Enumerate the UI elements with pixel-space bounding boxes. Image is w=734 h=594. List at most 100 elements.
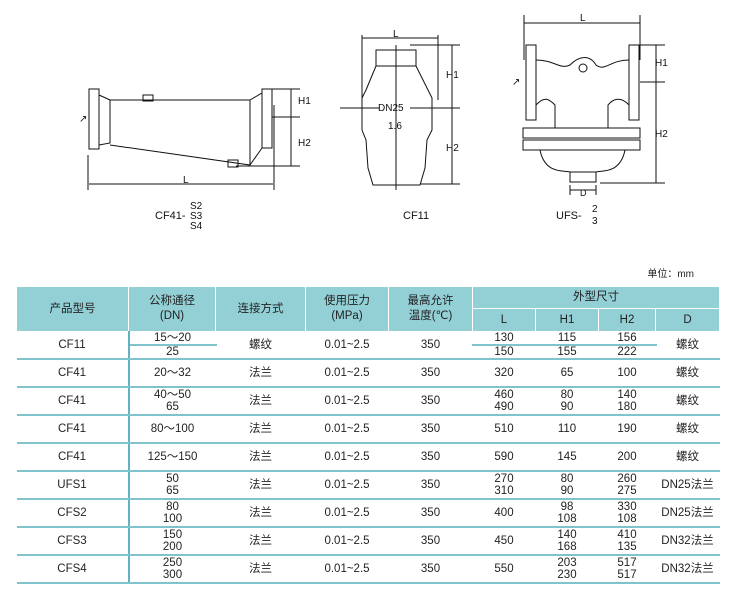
cell-h2: 200 <box>598 443 656 472</box>
cell-value: 140 <box>557 529 577 541</box>
cell-value: 155 <box>557 346 577 358</box>
cell-value: 90 <box>560 485 574 497</box>
ufs-num-top: 2 <box>592 204 598 215</box>
cell-dn: 125～150 <box>128 443 216 472</box>
ufs-num-bottom: 3 <box>592 216 598 227</box>
cell-value: 190 <box>617 423 637 435</box>
cf11-pn-label: 1.6 <box>388 121 402 132</box>
cf41-l-label: L <box>183 175 189 186</box>
cell-value: 110 <box>557 423 577 435</box>
header-dn: 公称通径(DN) <box>128 286 216 332</box>
cell-value: 550 <box>494 563 514 575</box>
cell-value: 140 <box>617 389 637 401</box>
cell-conn: 法兰 <box>215 527 306 556</box>
cell-value: 310 <box>494 485 514 497</box>
cell-conn: 法兰 <box>215 359 306 388</box>
cell-value: 125～150 <box>147 451 198 463</box>
cell-value: 40～50 <box>153 389 192 401</box>
cell-value: 108 <box>617 513 637 525</box>
cell-value: 168 <box>557 541 577 553</box>
unit-label: 单位：mm <box>647 269 694 280</box>
cell-dn: 80～100 <box>128 415 216 444</box>
cell-d: 螺纹 <box>655 331 720 360</box>
cell-value: 100 <box>617 367 637 379</box>
cell-l: 510 <box>472 415 536 444</box>
cell-conn: 法兰 <box>215 499 306 528</box>
cell-l: 550 <box>472 555 536 584</box>
cf41-suffix-s3: S3 <box>190 211 203 222</box>
cf11-h1-label: H1 <box>446 70 459 81</box>
cell-value: 222 <box>617 346 637 358</box>
header-model: 产品型号 <box>16 286 129 332</box>
cell-value: 156 <box>597 332 657 346</box>
cf41-h2-label: H2 <box>298 138 311 149</box>
cell-h1: 145 <box>535 443 599 472</box>
cf11-drawing: L H1 H2 DN25 1.6 CF11 <box>340 29 460 222</box>
flow-arrow-icon: ↗ <box>79 114 87 125</box>
header-pressure: 使用压力(MPa) <box>305 286 389 332</box>
cell-value: 65 <box>166 485 179 497</box>
cell-d: 螺纹 <box>655 443 720 472</box>
cell-value: 180 <box>617 401 637 413</box>
cell-temp: 350 <box>388 499 473 528</box>
cell-conn: 法兰 <box>215 555 306 584</box>
cell-value: 400 <box>494 507 514 519</box>
cell-value: 330 <box>617 501 637 513</box>
cell-temp: 350 <box>388 359 473 388</box>
cell-value: 450 <box>494 535 514 547</box>
cell-d: 螺纹 <box>655 415 720 444</box>
cell-value: 510 <box>494 423 514 435</box>
header-temp: 最高允许温度(℃) <box>388 286 473 332</box>
cell-value: 517 <box>617 569 637 581</box>
ufs-caption: UFS- <box>556 210 582 222</box>
ufs-drawing: L H1 H2 D ↗ UFS- 2 3 <box>512 13 668 227</box>
cell-value: 90 <box>560 401 574 413</box>
cell-pressure: 0.01~2.5 <box>305 331 389 360</box>
cell-value: 25 <box>166 346 179 358</box>
header-h1: H1 <box>535 308 599 332</box>
product-drawings: L H1 H2 ↗ CF41- S2 S3 S4 L H1 H2 DN25 1.… <box>79 13 668 232</box>
header-l: L <box>472 308 536 332</box>
cell-temp: 350 <box>388 443 473 472</box>
cell-conn: 螺纹 <box>215 331 306 360</box>
cf41-suffix-s2: S2 <box>190 201 203 212</box>
ufs-d-label: D <box>580 188 587 198</box>
cell-model: CFS2 <box>16 499 130 528</box>
cf41-suffix-s4: S4 <box>190 221 203 232</box>
cf11-h2-label: H2 <box>446 143 459 154</box>
cf41-caption: CF41- <box>155 210 186 222</box>
cell-d: 螺纹 <box>655 359 720 388</box>
cf11-dn-label: DN25 <box>378 103 404 114</box>
cell-value: 320 <box>494 367 514 379</box>
cell-value: 300 <box>162 569 183 581</box>
ufs-h1-label: H1 <box>655 58 668 69</box>
cell-model: CF41 <box>16 443 130 472</box>
cell-pressure: 0.01~2.5 <box>305 415 389 444</box>
cell-d: DN32法兰 <box>655 555 720 584</box>
cell-dn: 20～32 <box>128 359 216 388</box>
cell-value: 65 <box>166 401 179 413</box>
cell-pressure: 0.01~2.5 <box>305 527 389 556</box>
cell-model: CF41 <box>16 359 130 388</box>
cell-h1: 110 <box>535 415 599 444</box>
cf41-drawing: L H1 H2 ↗ CF41- S2 S3 S4 <box>79 88 311 232</box>
cell-d: 螺纹 <box>655 387 720 416</box>
cell-conn: 法兰 <box>215 387 306 416</box>
